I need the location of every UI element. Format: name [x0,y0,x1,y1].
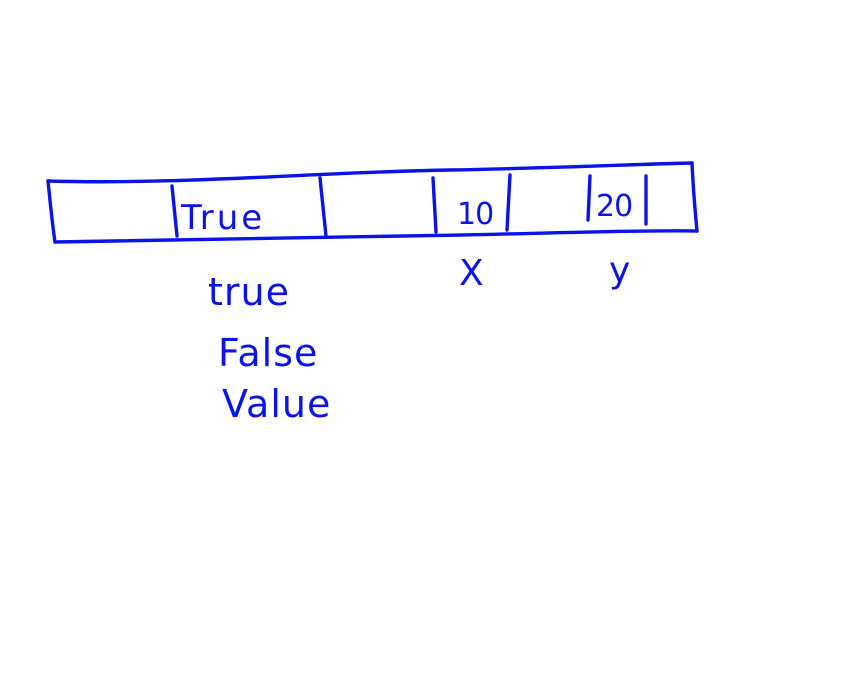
label-x: X [459,253,484,294]
array-bottom-border [53,229,699,244]
values-list: true False Value [208,270,331,426]
values-list-item-false: False [218,331,318,375]
memory-array: True 10 20 [46,161,699,244]
array-left-border [46,179,57,244]
array-cell-true: True [180,198,265,238]
variable-labels: X y [459,250,630,294]
values-list-item-true: true [208,270,290,314]
label-y: y [609,250,630,291]
array-cell-twenty: 20 [596,189,632,224]
cell-divider-2 [318,176,328,238]
array-top-border [46,161,694,184]
cell-divider-4 [505,173,512,232]
values-list-item-value: Value [222,382,331,426]
cell-divider-5 [586,174,592,222]
cell-divider-3 [431,176,438,234]
array-right-border [690,161,699,233]
cell-divider-1 [170,184,179,238]
array-cell-ten: 10 [457,197,493,232]
